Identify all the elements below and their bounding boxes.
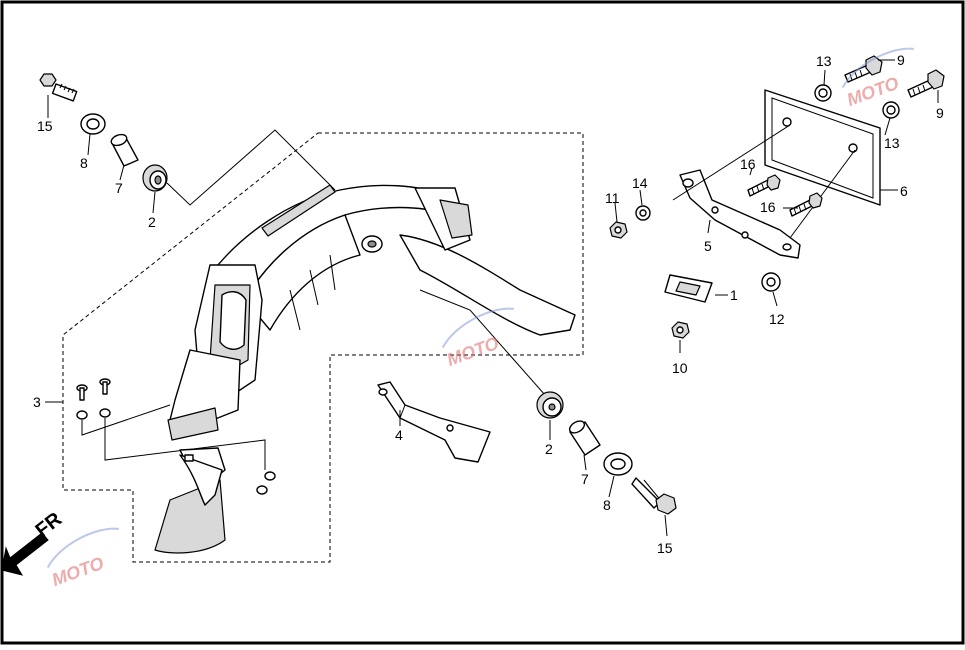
rear-fender: [167, 184, 576, 441]
callout-10: 10: [672, 360, 688, 376]
nut-11: [609, 221, 628, 239]
callout-14: 14: [632, 175, 648, 191]
bolt-9-upper: [844, 55, 883, 83]
collar-7-upper: [110, 133, 139, 167]
washer-12: [761, 272, 781, 292]
washer-8-lower: [603, 452, 633, 476]
callout-7-lower: 7: [581, 471, 589, 487]
callout-16-upper: 16: [740, 156, 756, 172]
bolt-15-upper: [39, 73, 78, 102]
watermark-text: MOTO: [444, 333, 501, 370]
leader-grommet-lower: [419, 289, 546, 396]
leader-5-6b: [789, 149, 856, 239]
grommet-2-upper: [142, 164, 168, 192]
callout-9-lower: 9: [936, 105, 944, 121]
callout-4: 4: [395, 427, 403, 443]
leader-5-6: [672, 124, 791, 201]
callout-11: 11: [605, 190, 620, 206]
bracket-5: [679, 169, 801, 259]
reflector-1: [664, 274, 713, 303]
washer-13-upper: [814, 84, 832, 102]
bolt-9-lower: [907, 69, 945, 98]
callout-leaders: [47, 59, 939, 537]
callout-7-upper: 7: [115, 180, 123, 196]
collar-7-lower: [568, 420, 601, 456]
bolt-16-lower: [789, 192, 823, 217]
bolt-16-upper: [747, 174, 781, 197]
callout-15-lower: 15: [657, 540, 673, 556]
plate-holder-6: [764, 89, 881, 206]
callout-1: 1: [730, 287, 738, 303]
callout-5: 5: [704, 238, 712, 254]
screw-set-3: [76, 378, 276, 495]
assembly-boundary: [62, 132, 584, 563]
watermark-text: MOTO: [49, 553, 106, 590]
callout-2-upper: 2: [148, 214, 156, 230]
arrow-icon: [1, 532, 49, 576]
callout-8-upper: 8: [80, 155, 88, 171]
nut-10: [671, 321, 690, 339]
callout-16-lower: 16: [760, 199, 776, 215]
grommet-2-lower: [536, 391, 564, 419]
bolt-15-lower: [631, 477, 677, 515]
watermark-logo-right: MOTO: [841, 47, 914, 110]
washer-13-lower: [882, 101, 900, 119]
washer-8-upper: [80, 113, 106, 135]
callout-2-lower: 2: [545, 441, 553, 457]
callout-9-upper: 9: [897, 52, 905, 68]
mud-flap: [154, 447, 226, 554]
callout-15-upper: 15: [37, 118, 53, 134]
callout-13-upper: 13: [816, 53, 832, 69]
leader-3a: [81, 404, 171, 436]
washer-14: [635, 205, 651, 221]
front-direction-indicator: FR: [1, 508, 67, 576]
leader-grommet-upper: [166, 129, 336, 206]
bracket-4: [377, 381, 491, 463]
callout-12: 12: [769, 311, 785, 327]
callout-3: 3: [33, 394, 41, 410]
callout-6: 6: [900, 183, 908, 199]
callout-13-lower: 13: [884, 135, 900, 151]
callout-8-lower: 8: [603, 497, 611, 513]
